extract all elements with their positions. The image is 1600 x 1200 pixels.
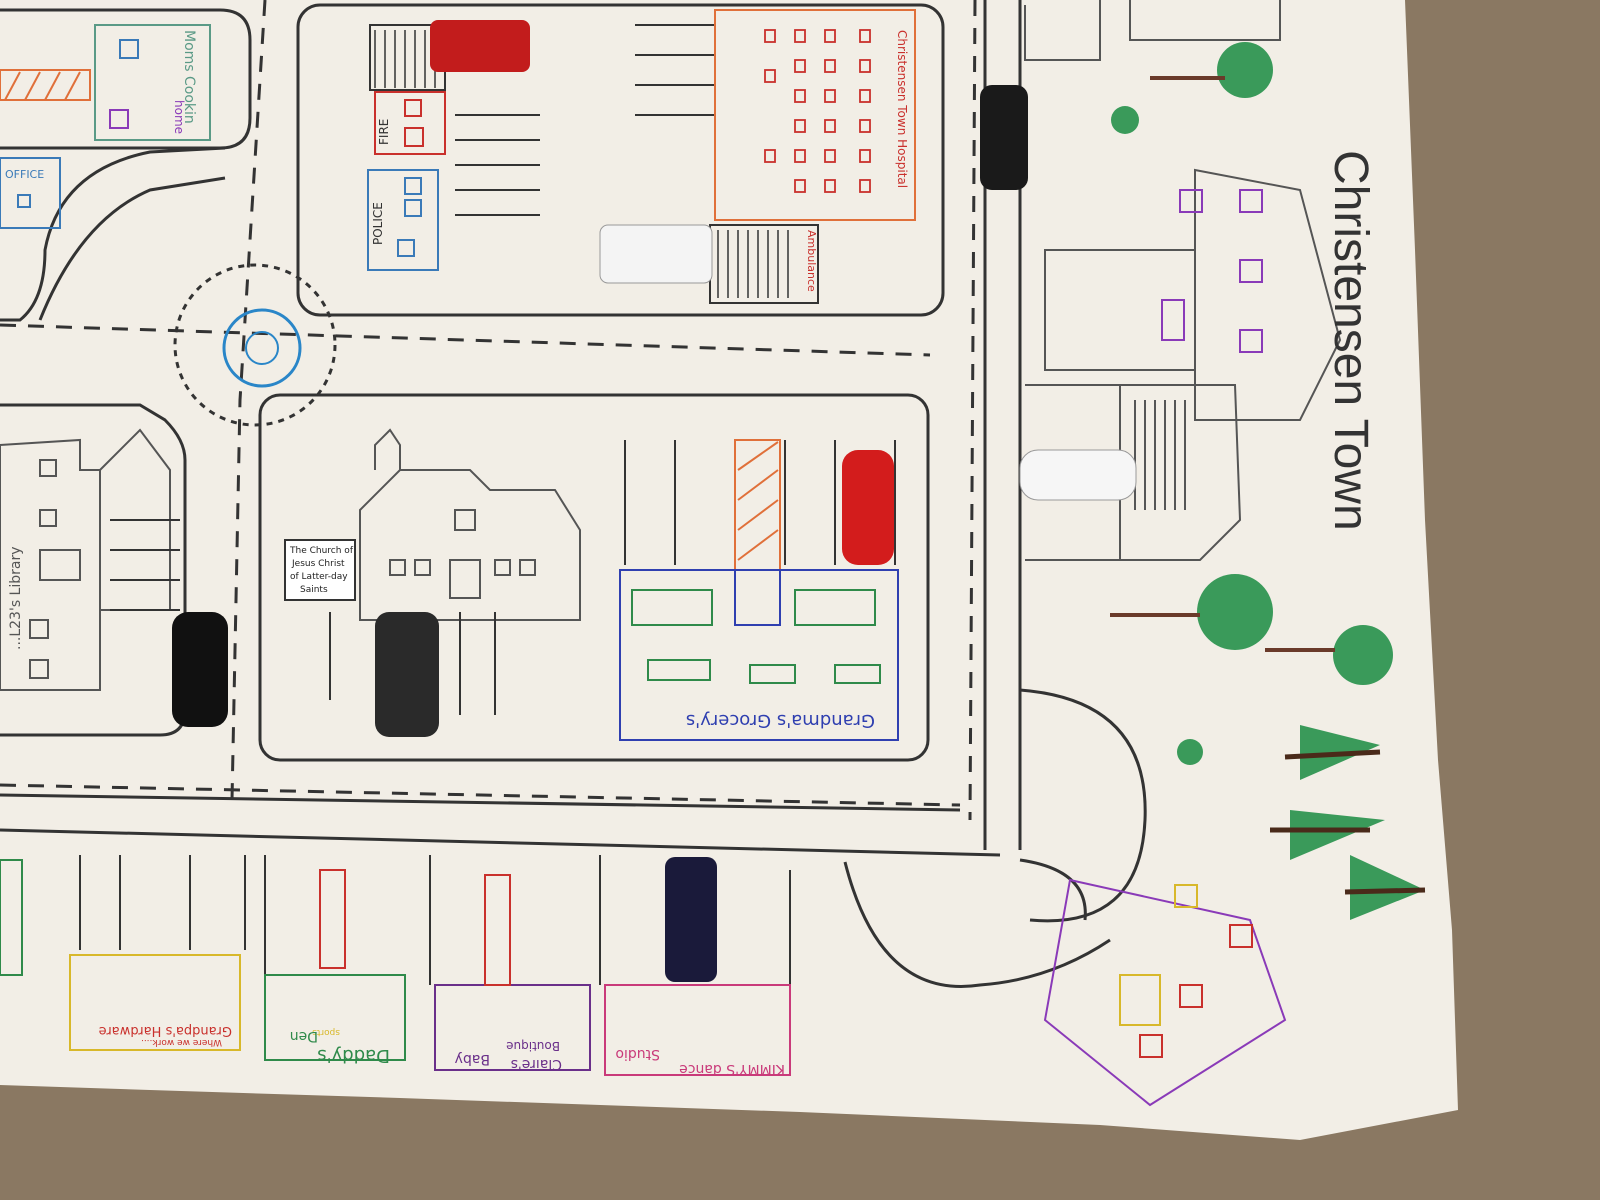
- police-station: POLICE: [367, 169, 439, 271]
- red-sports-car: [842, 450, 894, 565]
- navy-car-bottom: [665, 857, 717, 982]
- trees: [1110, 42, 1426, 920]
- church-line-1: The Church of: [289, 546, 354, 556]
- hardware-slogan-label: Where we work....: [141, 1037, 222, 1047]
- library-label: ...L23's Library: [8, 546, 24, 650]
- hardware-name-label: Grandpa's Hardware: [99, 1023, 232, 1038]
- town-title: Christensen Town: [1324, 150, 1377, 531]
- church-line-2: Jesus Christ: [291, 559, 345, 569]
- race-car: [375, 612, 439, 737]
- hospital-label: Christensen Town Hospital: [895, 30, 909, 188]
- sports-mid-label: sports: [312, 1027, 340, 1037]
- boutique-line-2: Baby: [455, 1051, 490, 1067]
- road-center-lines: [0, 0, 977, 821]
- fountain: [222, 308, 302, 388]
- black-car-left: [172, 612, 228, 727]
- ambulance-label: Ambulance: [805, 230, 818, 292]
- ambulance-car: [599, 224, 713, 284]
- dance-line-2: Studio: [615, 1046, 660, 1062]
- church-line-3: of Latter-day: [290, 572, 348, 582]
- moms-cookin-building: Moms Cookin home: [0, 24, 211, 141]
- toy-cars: [172, 20, 1137, 982]
- moms-home-label: home: [172, 100, 186, 134]
- fire-label: FIRE: [377, 119, 391, 145]
- parking-lines-top: [455, 24, 715, 216]
- grocery-label: Grandma's Grocery's: [686, 710, 875, 731]
- houses-right: [1024, 0, 1342, 1107]
- moms-cookin-label: Moms Cookin: [181, 30, 197, 124]
- church-line-4: Saints: [300, 585, 328, 595]
- dance-line-1: KIMMY'S dance: [679, 1061, 785, 1077]
- church: The Church of Jesus Christ of Latter-day…: [284, 428, 581, 715]
- boutique-line-3: Boutique: [506, 1039, 560, 1053]
- fire-truck-car: [430, 20, 530, 72]
- white-sports-car: [1019, 449, 1137, 501]
- office-building: OFFICE: [0, 157, 61, 229]
- library: ...L23's Library: [0, 428, 180, 691]
- police-label: POLICE: [371, 202, 385, 245]
- sports-name-label: Daddy's: [317, 1045, 390, 1066]
- boutique-line-1: Claire's: [511, 1056, 562, 1072]
- office-label: OFFICE: [5, 168, 44, 181]
- bottom-shops: [0, 855, 791, 1076]
- black-car-top-right: [980, 85, 1028, 190]
- hospital: Christensen Town Hospital Ambulance: [709, 9, 916, 304]
- house-windows: [1119, 189, 1263, 1058]
- grocery: Grandma's Grocery's: [619, 439, 899, 741]
- sports-den-label: Den: [290, 1028, 318, 1044]
